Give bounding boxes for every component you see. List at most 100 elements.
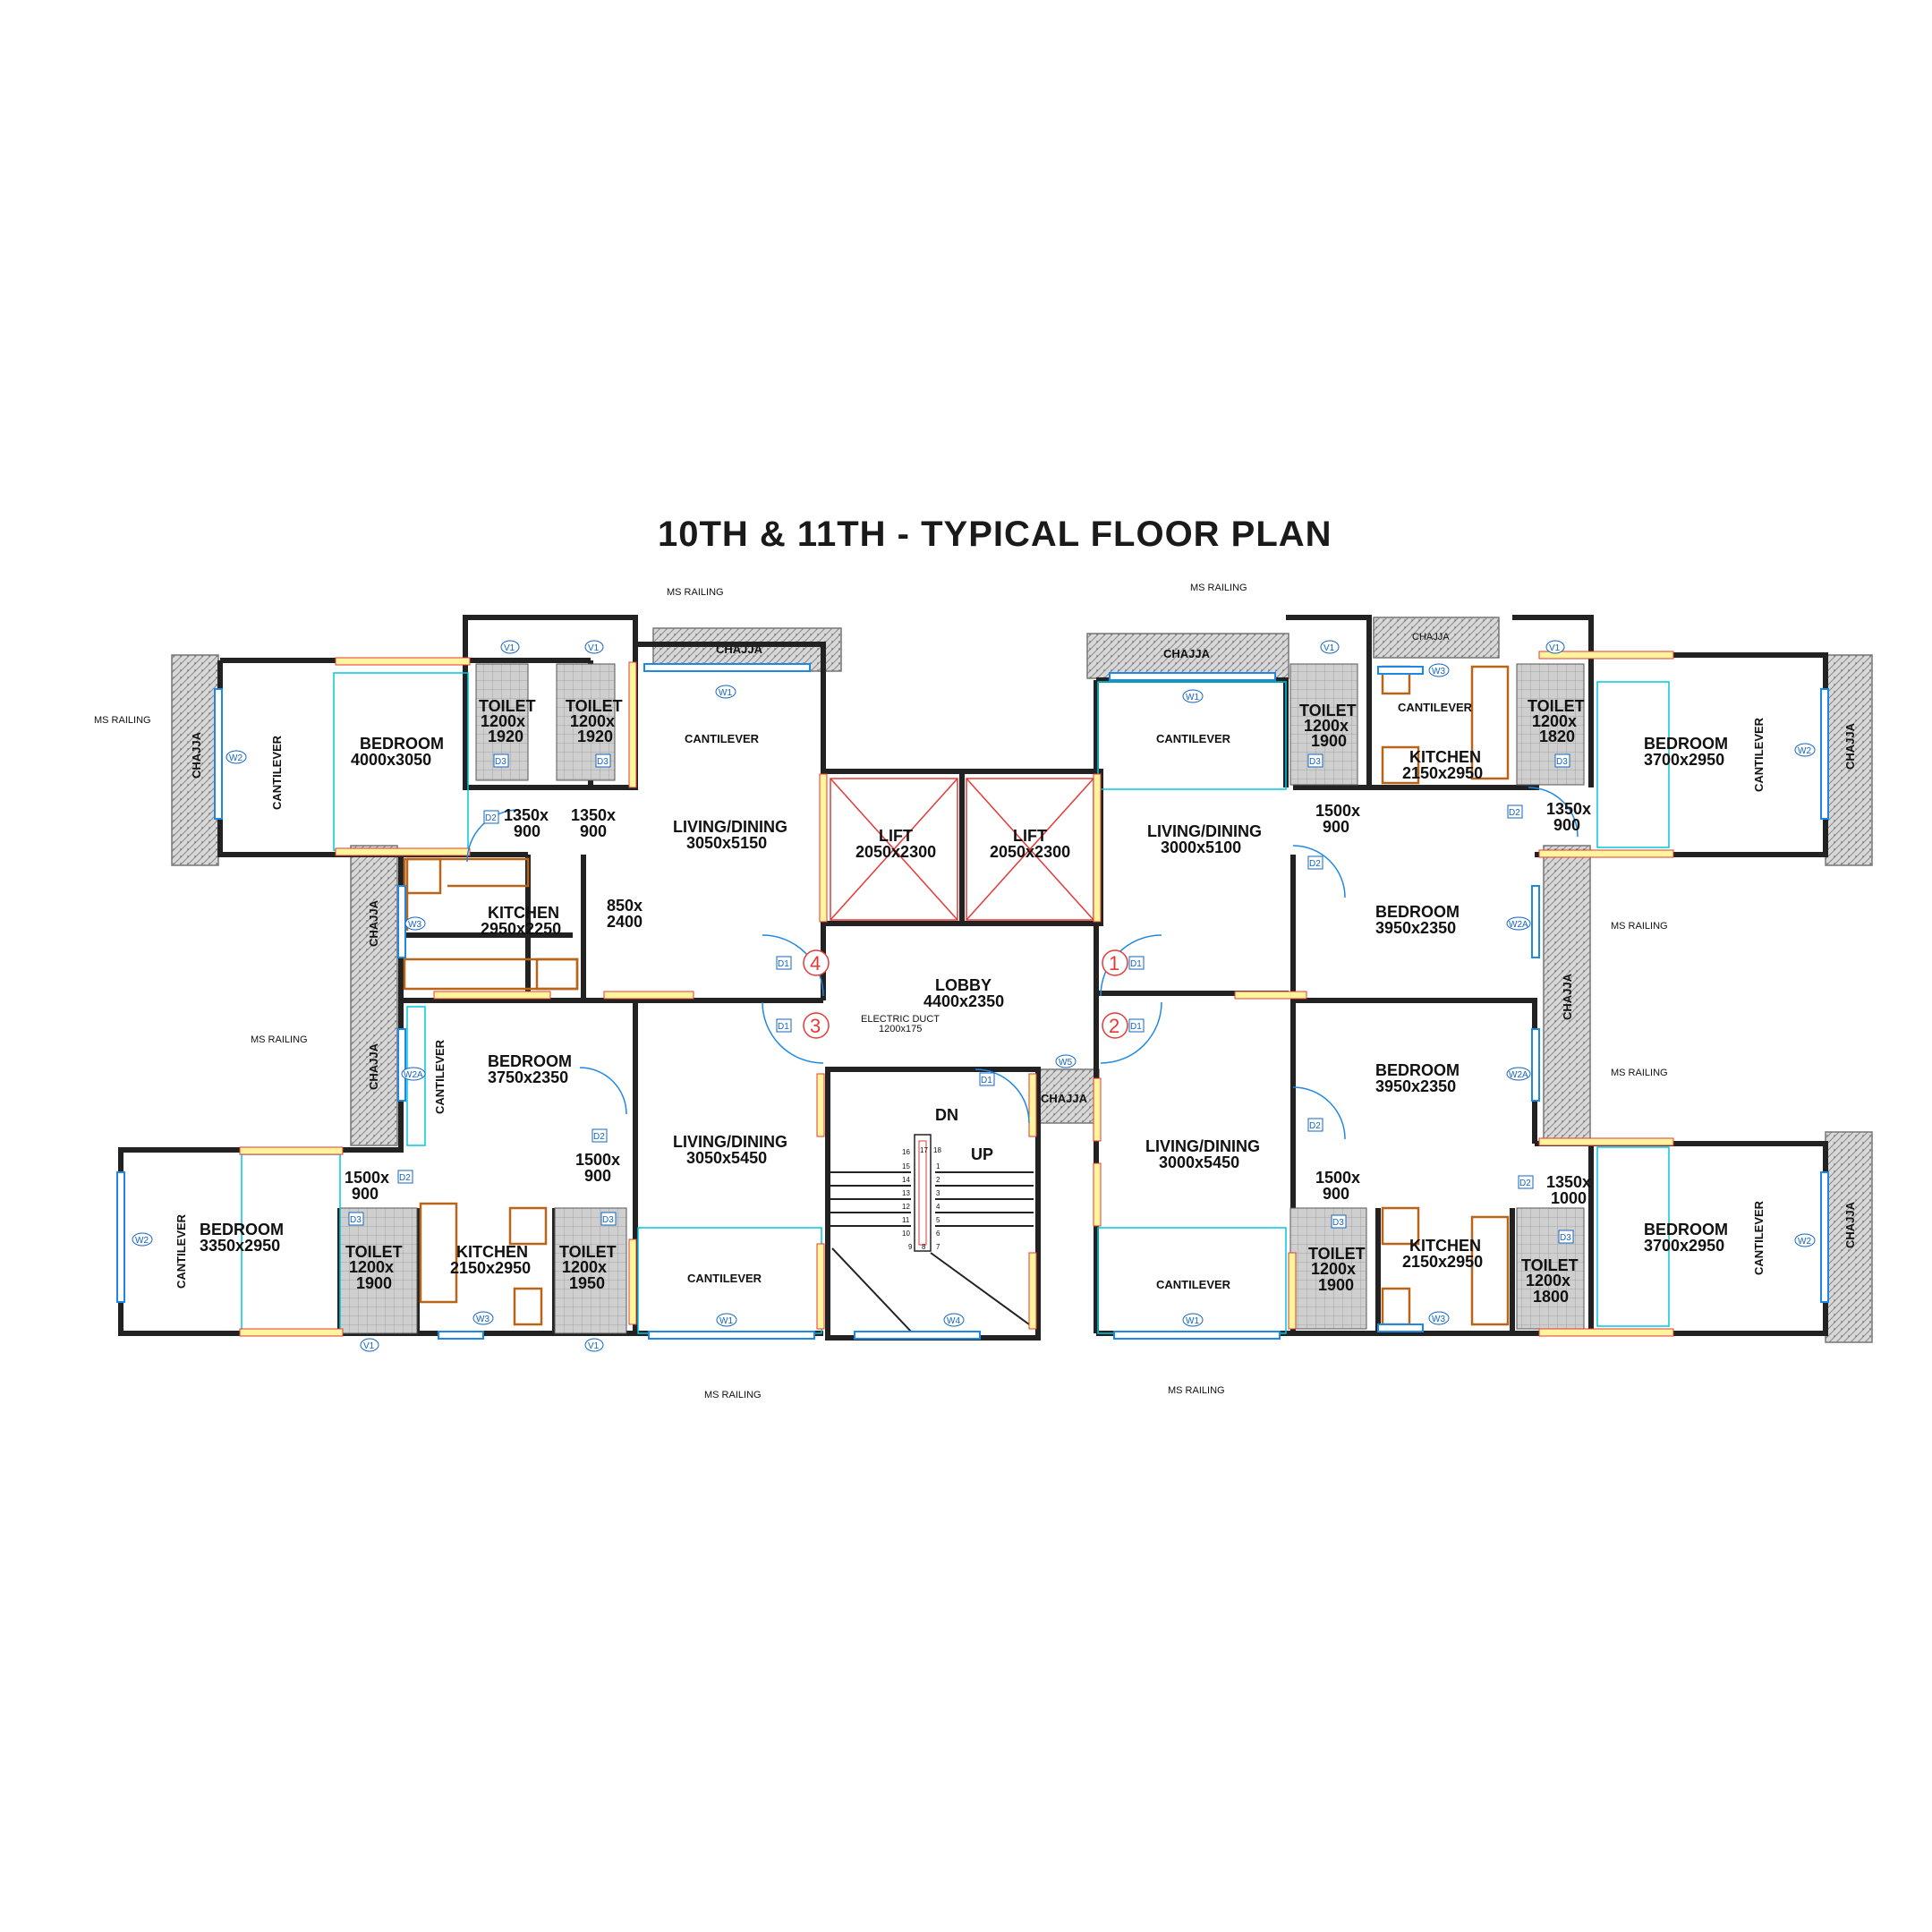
tag: W2 (1798, 746, 1811, 756)
passage-dimension: 850x (607, 897, 643, 915)
room-bedroom-l-mid: BEDROOM 3750x2350 CANTILEVER (433, 1039, 572, 1114)
room-dimension: 1200x (570, 712, 615, 730)
passage-dims-tr: 1500x 900 1350x 900 (1315, 800, 1591, 836)
opening-tags: D3 D3 D2 D1 D1 D1 D1 D1 D2 D2 D3 D3 D3 D… (132, 640, 1816, 1352)
tag: W1 (719, 688, 732, 698)
room-name: BEDROOM (1644, 1221, 1728, 1238)
room-kitchen-br: KITCHEN 2150x2950 (1402, 1237, 1483, 1271)
cantilever-label: CANTILEVER (1398, 701, 1473, 714)
tag: D3 (602, 1215, 614, 1225)
room-toilet-bl1: TOILET 1200x 1900 (345, 1243, 403, 1292)
room-name: BEDROOM (1644, 735, 1728, 753)
room-dimension: 4000x3050 (351, 751, 431, 769)
room-living-br: LIVING/DINING 3000x5450 (1145, 1137, 1260, 1171)
room-name: BEDROOM (360, 735, 444, 753)
room-dimension: 1200x (349, 1258, 394, 1276)
room-toilet-bl2: TOILET 1200x 1950 (559, 1243, 617, 1292)
room-name: KITCHEN (1409, 1237, 1481, 1255)
tag: W2A (1509, 920, 1528, 930)
tag: W4 (947, 1316, 960, 1326)
room-name: LIVING/DINING (1147, 822, 1262, 840)
stair-step: 17 (920, 1146, 928, 1154)
tag: D3 (1309, 757, 1321, 767)
room-dimension: 2950x2250 (481, 920, 561, 938)
room-name: TOILET (559, 1243, 617, 1261)
passage-dimension: 900 (1323, 1185, 1349, 1203)
stair-step: 18 (933, 1146, 941, 1154)
duct-dimension: 1200x175 (879, 1024, 922, 1034)
passage-dimension: 1350x (504, 806, 549, 824)
room-name: TOILET (1521, 1256, 1579, 1274)
cantilever-label: CANTILEVER (1752, 1200, 1766, 1275)
stair-step: 16 (902, 1148, 910, 1156)
tag: W3 (408, 920, 421, 930)
room-dimension: 1920 (488, 728, 523, 745)
room-toilet-tr2: TOILET 1200x 1820 (1528, 697, 1585, 745)
room-living-tr: LIVING/DINING 3000x5100 (1147, 822, 1262, 856)
tag: D2 (1509, 808, 1520, 818)
room-dimension: 3050x5450 (686, 1149, 767, 1167)
room-name: LIVING/DINING (1145, 1137, 1260, 1155)
flat-number-1: 1 (1109, 952, 1119, 975)
room-dimension: 2050x2300 (990, 843, 1070, 861)
ms-railing-label: MS RAILING (94, 715, 151, 726)
passage-dimension: 1350x (571, 806, 616, 824)
chajja-label: CHAJJA (1843, 722, 1857, 770)
room-name: TOILET (479, 697, 536, 715)
chajja-label: CHAJJA (1561, 973, 1574, 1020)
room-living-bl: LIVING/DINING 3050x5450 (673, 1133, 787, 1167)
passage-dimension: 1500x (1315, 802, 1360, 820)
duct-name: ELECTRIC DUCT (861, 1014, 940, 1025)
stair-step: 9 (908, 1243, 913, 1251)
stair-step: 7 (936, 1243, 940, 1251)
tag: D1 (1130, 959, 1142, 969)
room-kitchen-tl: KITCHEN 2950x2250 (481, 904, 561, 938)
room-toilet-tl2: TOILET 1200x 1920 (566, 697, 623, 745)
cantilever-label: CANTILEVER (1752, 717, 1766, 792)
room-dimension: 1200x (1526, 1272, 1570, 1289)
beam-markers (239, 651, 1674, 1337)
passage-dims-tl: 1350x 900 1350x 900 850x 2400 (504, 806, 643, 931)
room-name: LIVING/DINING (673, 818, 787, 836)
stair-step: 4 (936, 1203, 940, 1211)
room-bedroom-r-lower: BEDROOM 3950x2350 (1375, 1061, 1460, 1095)
flat-number-markers: 4 3 1 2 (803, 949, 1128, 1039)
stair-step: 10 (902, 1230, 910, 1238)
stair-up-label: UP (971, 1145, 993, 1163)
room-kitchen-bl: KITCHEN 2150x2950 (450, 1243, 531, 1277)
room-cantilever-tl: CANTILEVER (685, 732, 760, 745)
chajja-label: CHAJJA (1843, 1201, 1857, 1248)
stair-step: 14 (902, 1176, 910, 1184)
room-cantilever-bl: CANTILEVER (687, 1272, 762, 1285)
ms-railing-label: MS RAILING (1611, 1068, 1668, 1078)
passage-dimension: 900 (514, 822, 540, 840)
chajja-label: CHAJJA (367, 1043, 380, 1090)
room-toilet-br1: TOILET 1200x 1900 (1308, 1245, 1366, 1294)
room-dimension: 3950x2350 (1375, 919, 1456, 937)
cantilever-label: CANTILEVER (685, 732, 760, 745)
ms-railing-label: MS RAILING (1168, 1385, 1225, 1396)
room-bedroom-bl: BEDROOM 3350x2950 CANTILEVER (174, 1213, 284, 1289)
tag: W2 (229, 753, 243, 763)
room-dimension: 3750x2350 (488, 1068, 568, 1086)
room-dimension: 2150x2950 (1402, 764, 1483, 782)
passage-dimension: 900 (580, 822, 607, 840)
stair-step: 11 (902, 1216, 910, 1224)
room-name: BEDROOM (1375, 903, 1460, 921)
room-dimension: 3000x5100 (1161, 838, 1241, 856)
room-dimension: 1800 (1533, 1288, 1569, 1306)
tag: W5 (1059, 1058, 1072, 1068)
passage-dimension: 1500x (345, 1169, 389, 1187)
room-dimension: 2150x2950 (450, 1259, 531, 1277)
tag: D3 (495, 757, 506, 767)
tag: W2A (404, 1070, 423, 1080)
tag: W1 (719, 1316, 733, 1326)
passage-dimension: 900 (584, 1167, 611, 1185)
tag: W1 (1186, 693, 1199, 702)
stair-step: 13 (902, 1189, 910, 1197)
room-name: BEDROOM (488, 1052, 572, 1070)
room-dimension: 1200x (562, 1258, 607, 1276)
tag: W3 (476, 1315, 489, 1324)
room-toilet-tl1: TOILET 1200x 1920 (479, 697, 536, 745)
room-dimension: 1900 (1318, 1276, 1354, 1294)
